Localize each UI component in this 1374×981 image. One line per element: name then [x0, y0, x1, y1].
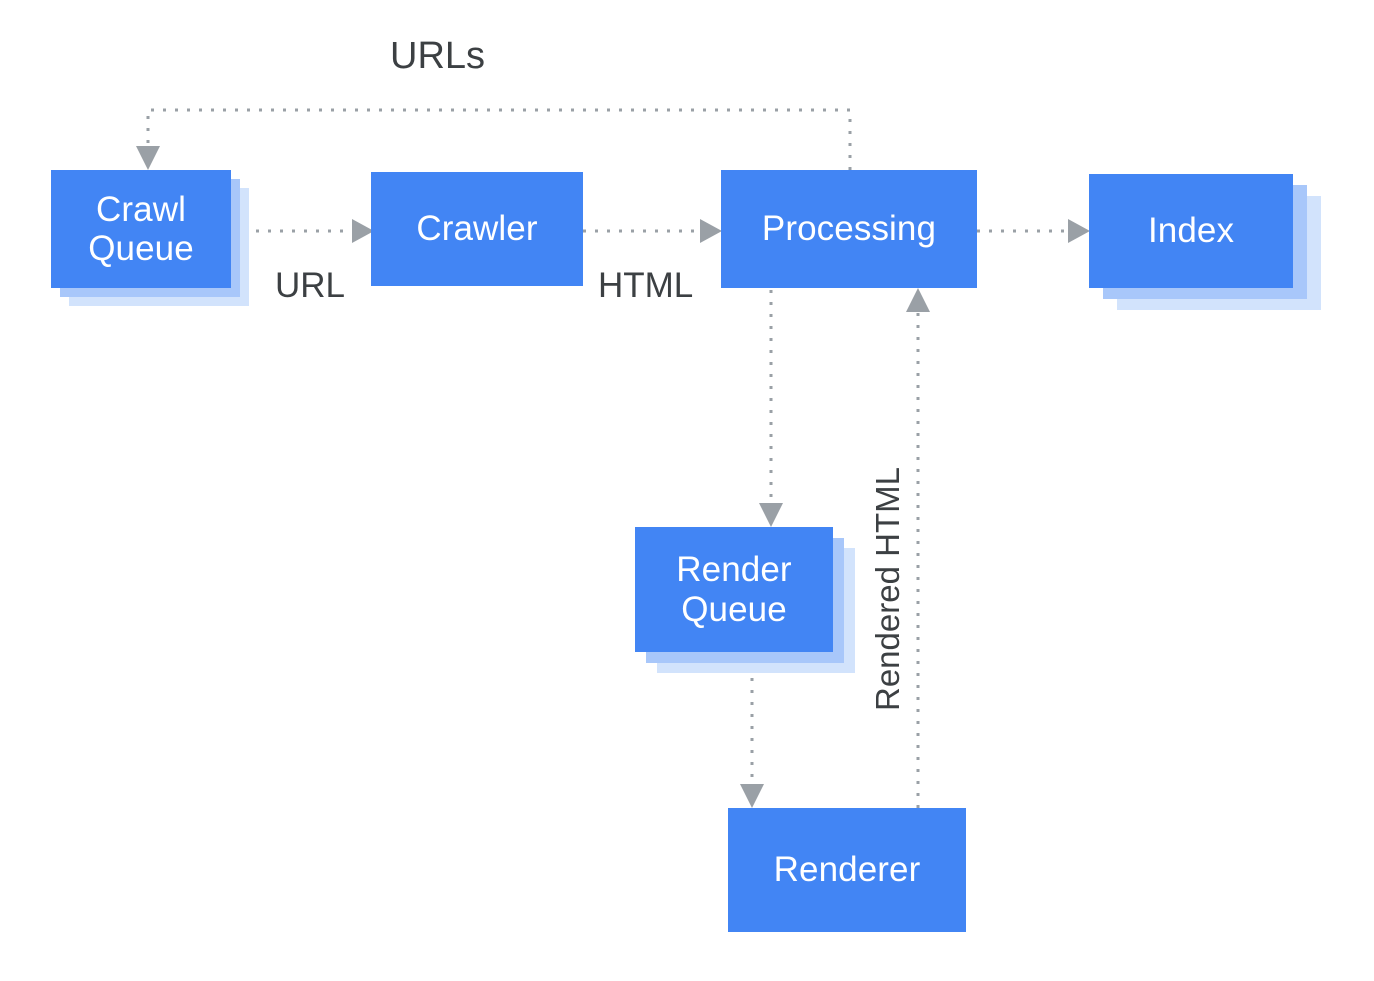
node-renderer-label: Renderer [773, 850, 921, 890]
node-crawler[interactable]: Crawler [371, 172, 583, 286]
edge-label-rendered-html: Rendered HTML [869, 467, 906, 711]
edge-render-queue-to-renderer [740, 678, 764, 808]
renderer-fill [728, 808, 966, 932]
edge-label-html: HTML [598, 266, 694, 305]
edge-label-urls: URLs [390, 35, 486, 77]
node-index-label: Index [1147, 211, 1235, 251]
node-crawl-queue-label: Crawl Queue [88, 189, 194, 268]
edge-renderer-to-processing [906, 288, 930, 808]
node-processing-label: Processing [761, 209, 937, 249]
node-processing[interactable]: Processing [721, 170, 977, 288]
processing-fill [721, 170, 977, 288]
edge-crawl-queue-to-crawler [256, 219, 374, 243]
node-crawler-label: Crawler [416, 209, 538, 249]
edge-crawler-to-processing [583, 219, 722, 243]
node-render-queue[interactable]: Render Queue [635, 527, 855, 673]
crawler-fill [371, 172, 583, 286]
node-render-queue-label: Render Queue [676, 550, 792, 629]
node-index[interactable]: Index [1089, 174, 1321, 310]
node-crawl-queue[interactable]: Crawl Queue [51, 170, 249, 306]
render-queue-fill [635, 527, 833, 652]
node-renderer[interactable]: Renderer [728, 808, 966, 932]
crawl-queue-fill [51, 170, 231, 288]
index-fill [1089, 174, 1293, 288]
edge-processing-to-render-queue [759, 290, 783, 527]
edge-label-url: URL [275, 266, 346, 305]
edge-processing-to-index [977, 219, 1090, 243]
edge-processing-to-crawl-queue [136, 108, 852, 170]
